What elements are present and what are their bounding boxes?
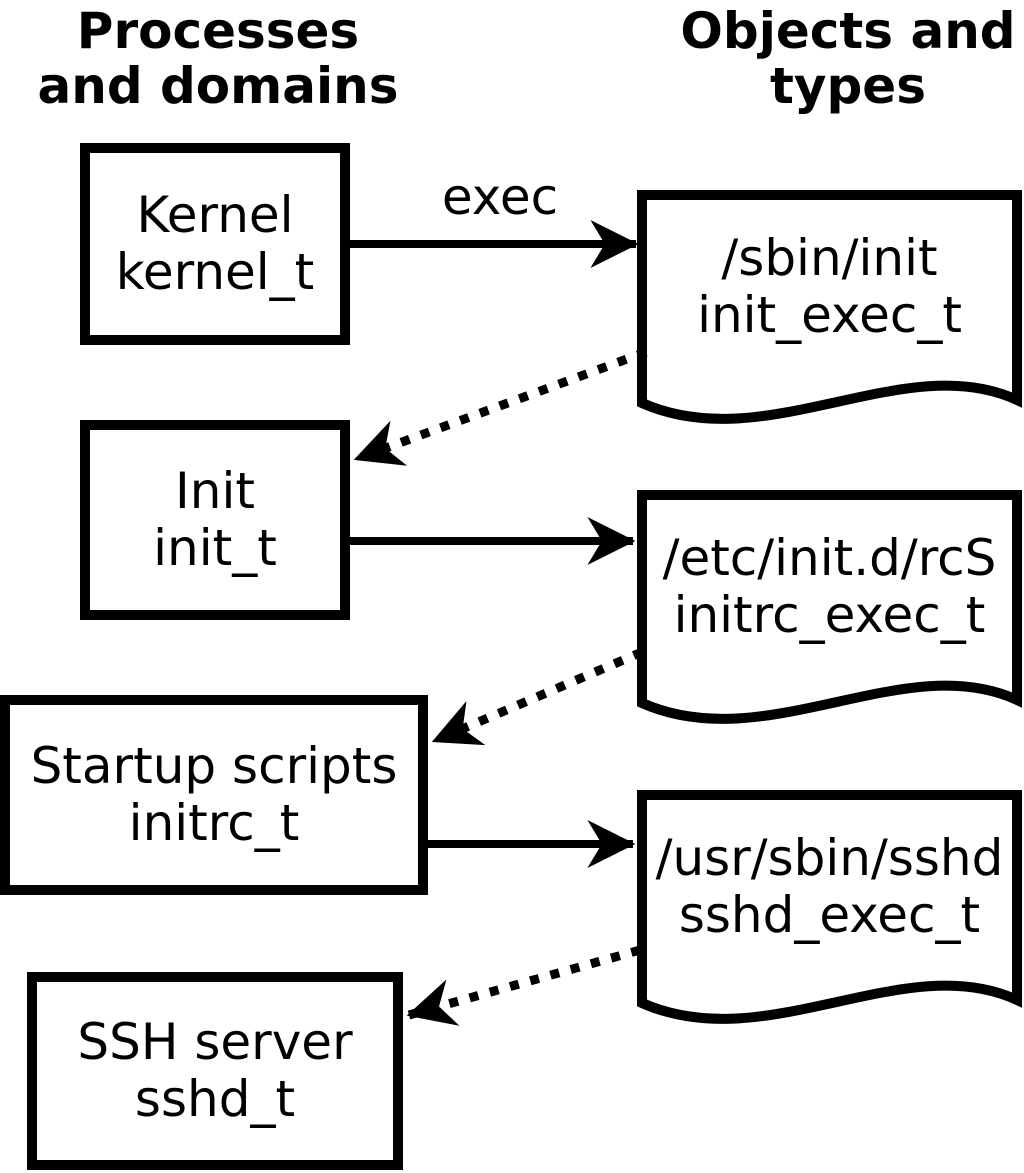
document-shape-sbin-init	[637, 190, 1022, 424]
column-header-processes-line2: and domains	[37, 57, 399, 115]
process-box-init: Init init_t	[80, 420, 350, 620]
object-label-sbin-init: /sbin/init init_exec_t	[642, 192, 1017, 382]
column-header-processes-line1: Processes	[76, 2, 360, 60]
document-shape-usr-sbin-sshd	[637, 790, 1022, 1024]
process-domain: kernel_t	[115, 243, 315, 301]
process-domain: initrc_t	[128, 794, 300, 852]
object-label-usr-sbin-sshd: /usr/sbin/sshd sshd_exec_t	[642, 792, 1017, 982]
process-box-ssh-server: SSH server sshd_t	[27, 972, 403, 1170]
process-domain: init_t	[153, 519, 277, 577]
process-name: SSH server	[77, 1013, 353, 1071]
column-header-objects-line2: types	[770, 57, 926, 115]
object-path: /sbin/init	[721, 229, 938, 287]
exec-arrow-label: exec	[441, 168, 559, 226]
process-domain: sshd_t	[134, 1070, 296, 1128]
object-path: /etc/init.d/rcS	[662, 529, 997, 587]
object-type: initrc_exec_t	[673, 586, 986, 644]
process-box-kernel: Kernel kernel_t	[80, 143, 350, 345]
transition-arrow-sshd-exec-to-sshd	[406, 945, 642, 1026]
process-name: Startup scripts	[30, 737, 398, 795]
process-box-startup-scripts: Startup scripts initrc_t	[0, 695, 428, 895]
process-name: Init	[175, 462, 255, 520]
object-label-etc-initd-rcs: /etc/init.d/rcS initrc_exec_t	[642, 492, 1017, 682]
object-type: init_exec_t	[697, 286, 962, 344]
column-header-processes: Processes and domains	[18, 4, 418, 114]
transition-arrow-rcs-to-initrc	[431, 647, 644, 746]
transition-arrow-sbin-init-to-init	[353, 347, 648, 466]
object-path: /usr/sbin/sshd	[655, 829, 1004, 887]
column-header-objects: Objects and types	[648, 4, 1024, 114]
process-name: Kernel	[136, 186, 294, 244]
column-header-objects-line1: Objects and	[680, 2, 1016, 60]
object-type: sshd_exec_t	[678, 886, 981, 944]
document-shape-etc-initd-rcs	[637, 490, 1022, 724]
